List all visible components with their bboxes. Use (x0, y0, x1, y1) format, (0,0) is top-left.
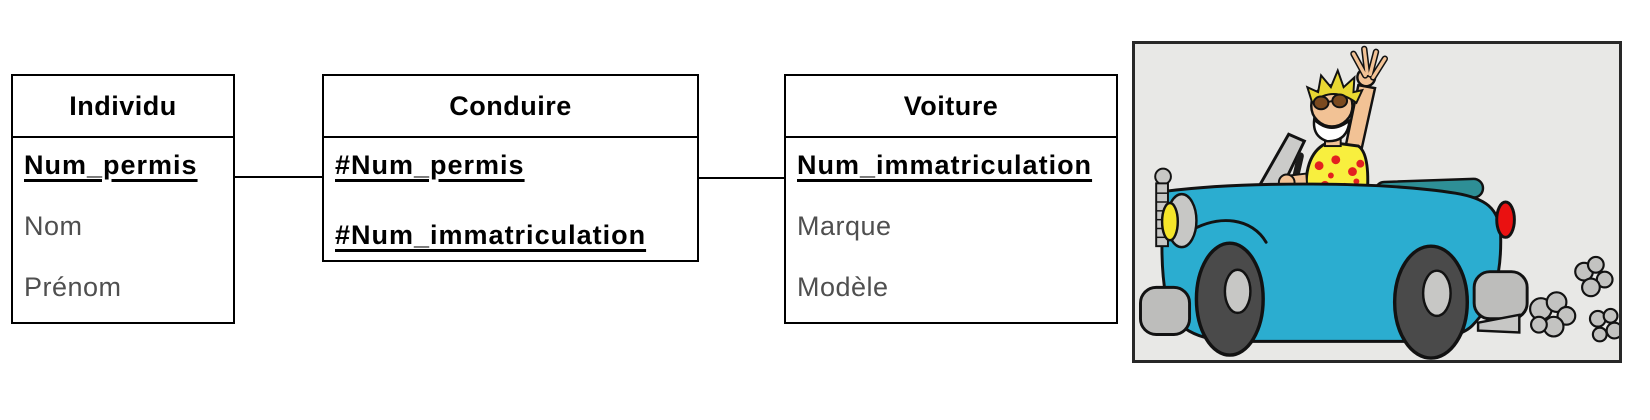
rear-wheel (1392, 244, 1470, 360)
field-num-permis: Num_permis (24, 150, 198, 180)
entity-voiture: Voiture Num_immatriculation Marque Modèl… (784, 74, 1118, 324)
entity-individu: Individu Num_permis Nom Prénom (11, 74, 235, 324)
entity-fields-voiture: Num_immatriculation Marque Modèle (786, 138, 1116, 302)
headlight (1160, 201, 1180, 242)
front-bumper (1139, 285, 1192, 336)
rear-bumper (1472, 270, 1529, 321)
field-fk-num-permis: #Num_permis (335, 150, 525, 180)
front-wheel (1194, 241, 1265, 357)
exhaust-pipe (1476, 313, 1521, 334)
driver-shirt (1304, 140, 1370, 197)
entity-conduire: Conduire #Num_permis #Num_immatriculatio… (322, 74, 699, 262)
relation-line-individu-conduire (235, 176, 322, 178)
entity-title-voiture: Voiture (786, 76, 1116, 138)
entity-title-conduire: Conduire (324, 76, 697, 138)
entity-title-individu: Individu (13, 76, 233, 138)
driver-smile (1312, 117, 1352, 143)
driver-waving-arm (1337, 45, 1389, 183)
front-fender-line (1186, 219, 1268, 244)
front-grille (1154, 167, 1198, 249)
exhaust-smoke (1529, 255, 1619, 343)
car-driver-illustration (1132, 41, 1622, 363)
sunglasses (1312, 93, 1349, 111)
field-modele: Modèle (797, 272, 889, 302)
field-nom: Nom (24, 211, 83, 241)
field-marque: Marque (797, 211, 892, 241)
driver-hair (1305, 67, 1365, 105)
field-fk-num-immatriculation: #Num_immatriculation (335, 220, 647, 250)
relation-line-conduire-voiture (699, 177, 784, 179)
taillight (1495, 200, 1516, 239)
car-cartoon-svg (1136, 44, 1619, 360)
entity-fields-conduire: #Num_permis #Num_immatriculation (324, 138, 697, 250)
entity-fields-individu: Num_permis Nom Prénom (13, 138, 233, 302)
field-num-immatriculation: Num_immatriculation (797, 150, 1093, 180)
field-prenom: Prénom (24, 272, 122, 302)
driver-figure (1304, 45, 1389, 197)
